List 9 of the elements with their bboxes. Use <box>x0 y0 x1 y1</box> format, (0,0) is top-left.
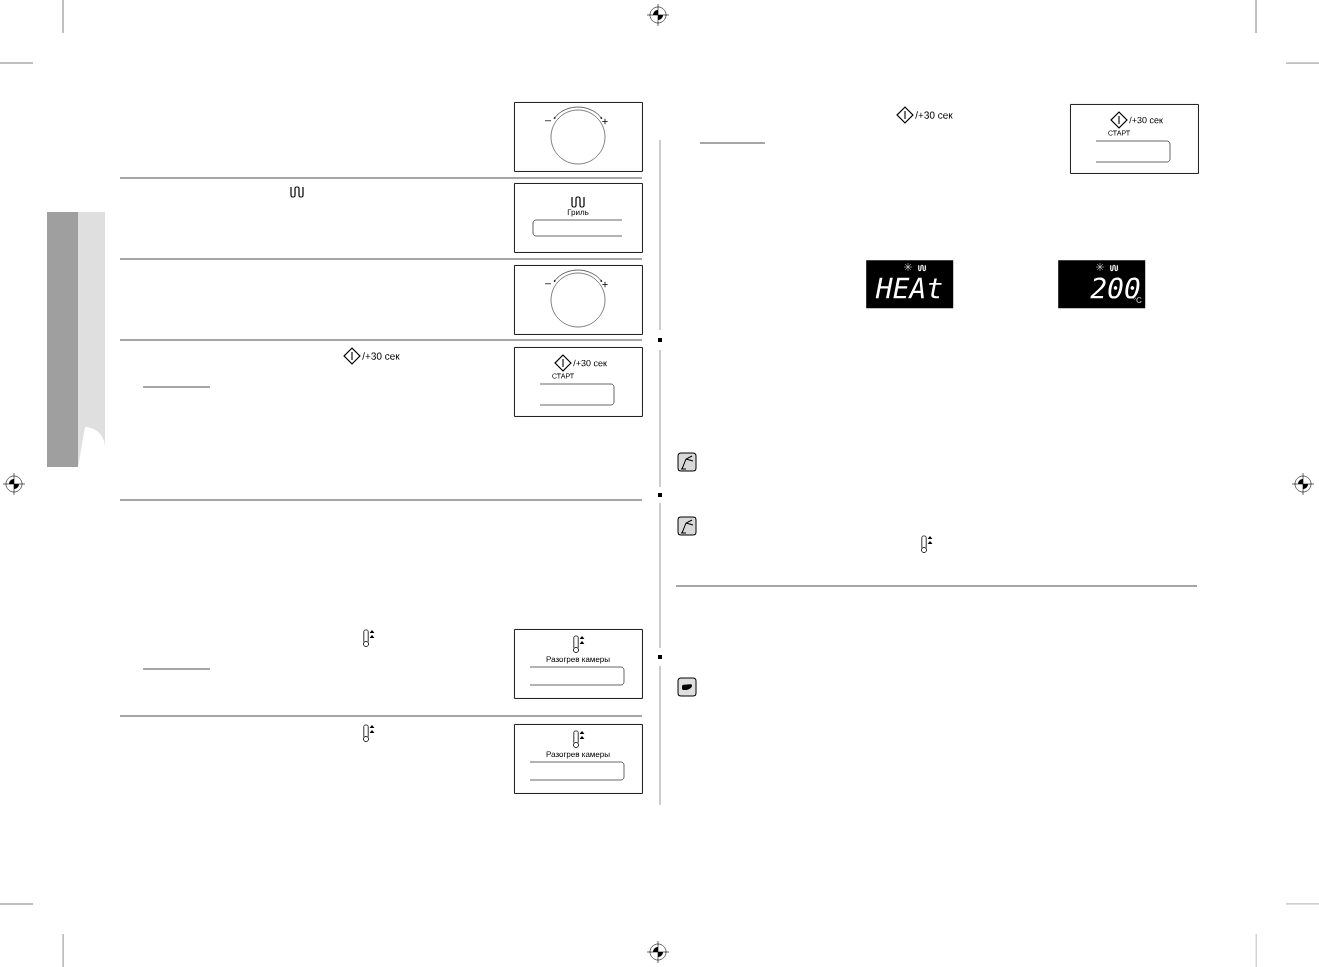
display-screen: HEAt <box>866 260 954 309</box>
control-panel: Разогрев камеры <box>514 724 643 794</box>
button-label: /+30 сек <box>915 111 953 119</box>
control-panel: – + <box>514 265 643 335</box>
button-label: /+30 сек <box>362 352 400 360</box>
control-panel: Гриль <box>514 183 643 253</box>
control-panel: – + <box>514 102 643 172</box>
display-screen: 200 °C <box>1058 260 1146 309</box>
control-panel: Разогрев камеры <box>514 629 643 699</box>
